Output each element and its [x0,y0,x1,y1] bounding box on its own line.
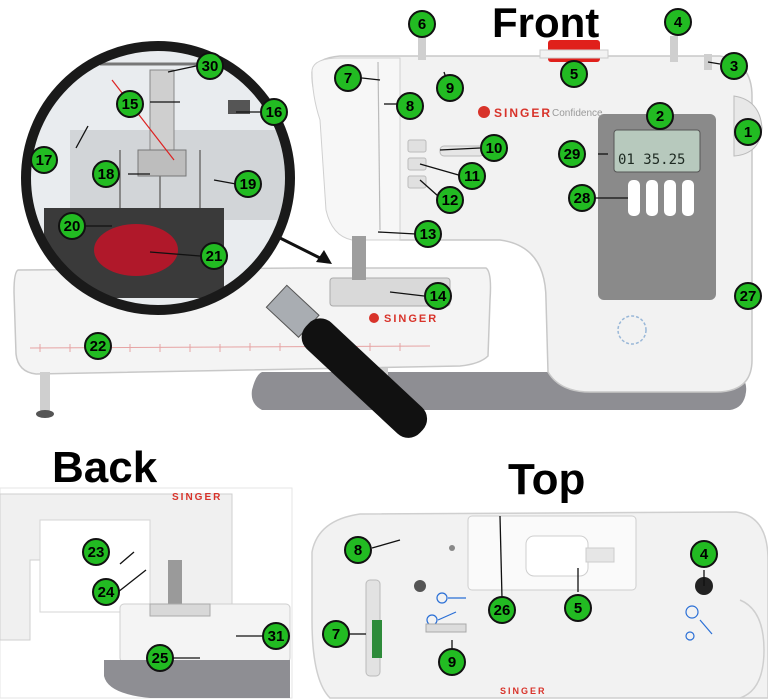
callout-31: 31 [262,622,290,650]
callout-26: 26 [488,596,516,624]
callout-27: 27 [734,282,762,310]
callout-1: 1 [734,118,762,146]
callout-15: 15 [116,90,144,118]
magnifier [21,41,428,438]
heading-back: Back [52,443,158,492]
callout-3: 3 [720,52,748,80]
callout-29: 29 [558,140,586,168]
brand-logo-top: SINGER [500,686,547,696]
callout-10: 10 [480,134,508,162]
top-machine-body [311,511,768,699]
decorative-flower [617,315,647,345]
callout-23: 23 [82,538,110,566]
callout-25: 25 [146,644,174,672]
magnifier-handle [301,318,428,438]
callout-16: 16 [260,98,288,126]
heading-front: Front [492,0,600,46]
brand-logo-front: SINGER [494,106,552,120]
callout-2: 2 [646,102,674,130]
panel-buttons [628,180,694,216]
callout-leaders [75,22,721,659]
magnifier-lens [21,41,295,315]
callout-28: 28 [568,184,596,212]
callout-4-top: 4 [690,540,718,568]
lcd-display [613,129,701,173]
callout-9: 9 [436,74,464,102]
back-base [104,660,290,698]
callout-8: 8 [396,92,424,120]
callout-30: 30 [196,52,224,80]
callout-6: 6 [408,10,436,38]
callout-17: 17 [30,146,58,174]
table-leg [40,372,50,412]
callout-4: 4 [664,8,692,36]
top-view: SINGER [311,511,768,699]
callout-14: 14 [424,282,452,310]
brand-logo-back: SINGER [172,492,222,503]
callout-7-top: 7 [322,620,350,648]
callout-21: 21 [200,242,228,270]
lcd-readout: 01 35.25 [618,152,685,168]
callout-5: 5 [560,60,588,88]
callout-11: 11 [458,162,486,190]
callout-22: 22 [84,332,112,360]
callout-8-top: 8 [344,536,372,564]
heading-top: Top [508,455,586,504]
callout-18: 18 [92,160,120,188]
callout-20: 20 [58,212,86,240]
callout-19: 19 [234,170,262,198]
callout-7: 7 [334,64,362,92]
spool-top-view [525,535,589,577]
callout-13: 13 [414,220,442,248]
brand-logo-table: SINGER [384,313,438,325]
callout-24: 24 [92,578,120,606]
callout-5-top: 5 [564,594,592,622]
callout-9-top: 9 [438,648,466,676]
bobbin-zoomed [94,224,178,276]
brand-model-front: Confidence [552,108,603,119]
callout-12: 12 [436,186,464,214]
back-view: SINGER [0,487,293,699]
